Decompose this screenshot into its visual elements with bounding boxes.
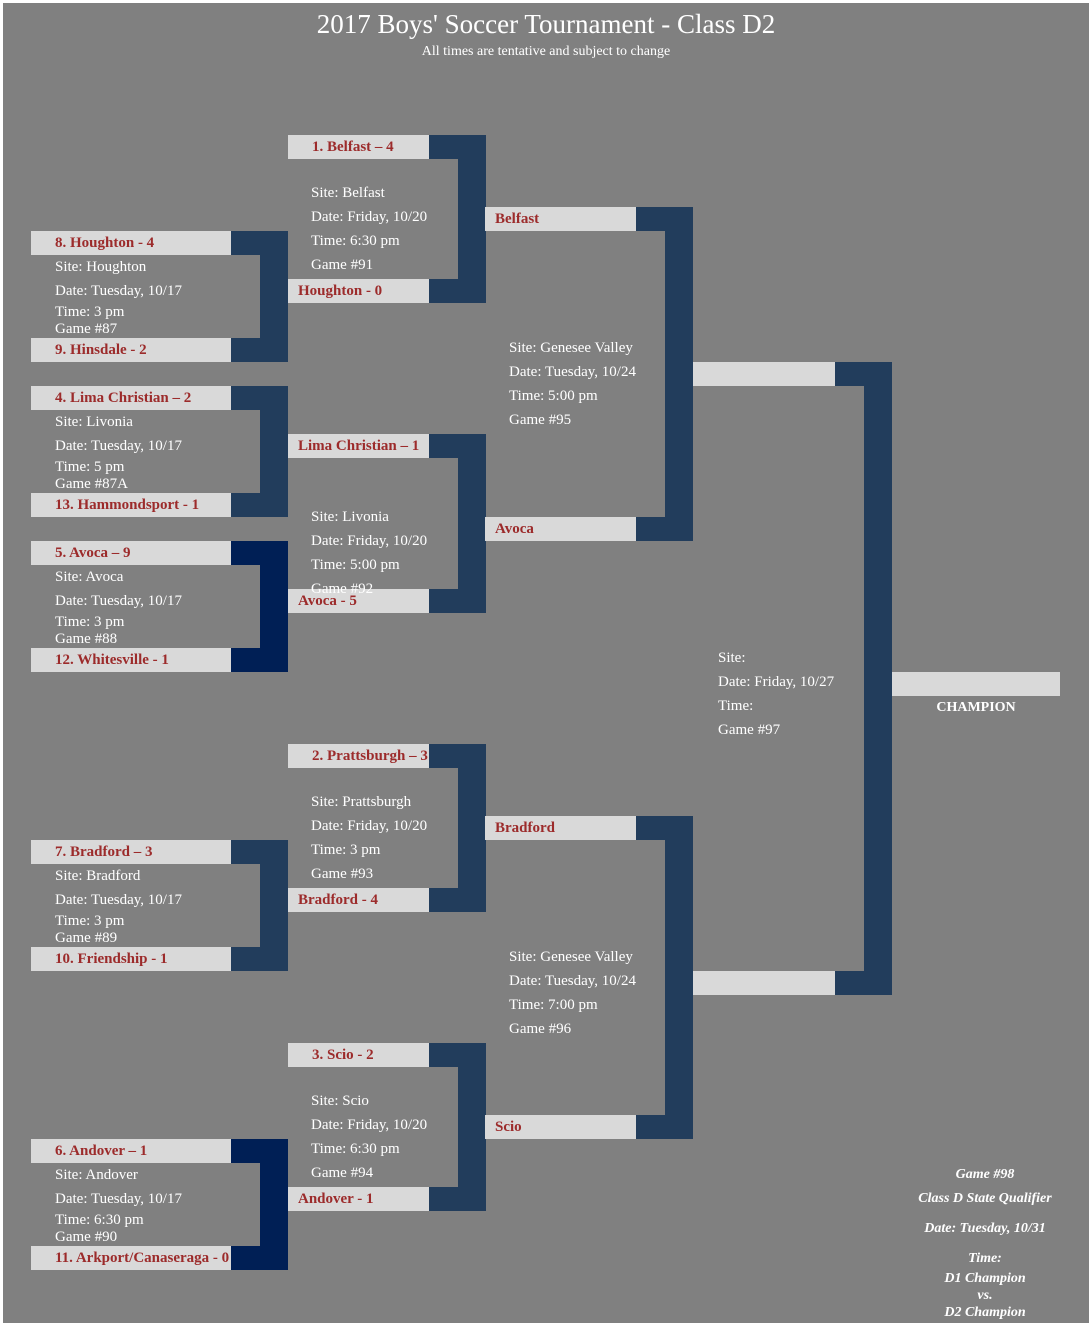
r2-g92-time: Time: 5:00 pm — [311, 557, 400, 573]
final-time: Time: — [718, 698, 754, 714]
r2-g91-site: Site: Belfast — [311, 185, 385, 201]
final-site: Site: — [718, 650, 746, 666]
r1-g88-top-team[interactable]: 5. Avoca – 9 — [31, 541, 231, 565]
r1-g87-time: Time: 3 pm — [55, 304, 125, 320]
r1-g88-bottom-team[interactable]: 12. Whitesville - 1 — [31, 648, 231, 672]
r2-g93-bottom-team[interactable]: Bradford - 4 — [288, 888, 429, 912]
qualifier-game: Game #98 — [955, 1167, 1015, 1182]
r2-g92-site: Site: Livonia — [311, 509, 389, 525]
r2-g94-top-team[interactable]: 3. Scio - 2 — [288, 1043, 429, 1067]
r3-g95-time: Time: 5:00 pm — [509, 388, 598, 404]
r2-g91-top-team[interactable]: 1. Belfast – 4 — [288, 135, 429, 159]
r3-g95-site: Site: Genesee Valley — [509, 340, 633, 356]
r3-g96-site: Site: Genesee Valley — [509, 949, 633, 965]
r1-g89-site: Site: Bradford — [55, 868, 141, 884]
r1-g87-site: Site: Houghton — [55, 259, 147, 275]
r2-g92-date: Date: Friday, 10/20 — [311, 533, 428, 549]
r3-g95-top-team[interactable]: Belfast — [485, 207, 636, 231]
r1-g89-top-team[interactable]: 7. Bradford – 3 — [31, 840, 231, 864]
r2-g92-top-team[interactable]: Lima Christian – 1 — [288, 434, 429, 458]
r1-g90-top-team[interactable]: 6. Andover – 1 — [31, 1139, 231, 1163]
r2-g92-bottom-team[interactable]: Avoca - 5 — [288, 589, 429, 613]
qualifier-team1: D1 Champion — [944, 1271, 1026, 1286]
r2-g94-date: Date: Friday, 10/20 — [311, 1117, 428, 1133]
r2-g93-connector-riser — [458, 744, 486, 912]
qualifier-team2: D2 Champion — [944, 1305, 1026, 1320]
r1-g87a-game: Game #87A — [55, 476, 128, 492]
r1-g90-connector-riser — [260, 1139, 288, 1270]
r3-g95-connector-riser — [665, 207, 693, 541]
r2-g93-time: Time: 3 pm — [311, 842, 381, 858]
r1-g89-game: Game #89 — [55, 930, 118, 946]
r1-g89-connector-riser — [260, 840, 288, 971]
r1-g87a-top-team[interactable]: 4. Lima Christian – 2 — [31, 386, 231, 410]
r2-g94-connector-riser — [458, 1043, 486, 1211]
qualifier-date: Date: Tuesday, 10/31 — [924, 1221, 1046, 1236]
r1-g87a-date: Date: Tuesday, 10/17 — [55, 438, 182, 454]
r2-g91-date: Date: Friday, 10/20 — [311, 209, 428, 225]
final-bottom-team[interactable] — [693, 971, 835, 995]
qualifier-vs: vs. — [977, 1288, 993, 1303]
r2-g91-connector-riser — [458, 135, 486, 303]
r2-g94-time: Time: 6:30 pm — [311, 1141, 400, 1157]
r3-g96-game: Game #96 — [509, 1021, 572, 1037]
r2-g93-top-team[interactable]: 2. Prattsburgh – 3 — [288, 744, 429, 768]
r2-g91-bottom-team[interactable]: Houghton - 0 — [288, 279, 429, 303]
r1-g89-date: Date: Tuesday, 10/17 — [55, 892, 182, 908]
r2-g94-bottom-team[interactable]: Andover - 1 — [288, 1187, 429, 1211]
champion-slot[interactable] — [892, 672, 1060, 696]
final-connector-riser — [864, 362, 892, 995]
r1-g87-bottom-team[interactable]: 9. Hinsdale - 2 — [31, 338, 231, 362]
r1-g88-site: Site: Avoca — [55, 569, 124, 585]
r2-g92-game: Game #92 — [311, 581, 374, 597]
r1-g87a-site: Site: Livonia — [55, 414, 133, 430]
r1-g87-top-team[interactable]: 8. Houghton - 4 — [31, 231, 231, 255]
r2-g92-connector-riser — [458, 434, 486, 613]
r1-g88-game: Game #88 — [55, 631, 118, 647]
r3-g96-date: Date: Tuesday, 10/24 — [509, 973, 636, 989]
qualifier-time: Time: — [968, 1251, 1002, 1266]
r2-g91-time: Time: 6:30 pm — [311, 233, 400, 249]
final-game: Game #97 — [718, 722, 781, 738]
r1-g89-time: Time: 3 pm — [55, 913, 125, 929]
r3-g96-bottom-team[interactable]: Scio — [485, 1115, 636, 1139]
r1-g90-bottom-team[interactable]: 11. Arkport/Canaseraga - 0 — [31, 1246, 231, 1270]
r1-g88-time: Time: 3 pm — [55, 614, 125, 630]
final-top-team[interactable] — [693, 362, 835, 386]
r3-g95-date: Date: Tuesday, 10/24 — [509, 364, 636, 380]
r3-g95-bottom-team[interactable]: Avoca — [485, 517, 636, 541]
r1-g90-time: Time: 6:30 pm — [55, 1212, 144, 1228]
r2-g93-site: Site: Prattsburgh — [311, 794, 412, 810]
r1-g89-bottom-team[interactable]: 10. Friendship - 1 — [31, 947, 231, 971]
r1-g90-site: Site: Andover — [55, 1167, 138, 1183]
r1-g87-date: Date: Tuesday, 10/17 — [55, 283, 182, 299]
r1-g87a-time: Time: 5 pm — [55, 459, 125, 475]
r3-g95-game: Game #95 — [509, 412, 572, 428]
r3-g96-time: Time: 7:00 pm — [509, 997, 598, 1013]
r1-g87-game: Game #87 — [55, 321, 118, 337]
r1-g87a-bottom-team[interactable]: 13. Hammondsport - 1 — [31, 493, 231, 517]
page-title: 2017 Boys' Soccer Tournament - Class D2 — [316, 9, 776, 39]
r1-g87-connector-riser — [260, 231, 288, 362]
r3-g96-top-team[interactable]: Bradford — [485, 816, 636, 840]
r2-g94-site: Site: Scio — [311, 1093, 369, 1109]
r1-g90-game: Game #90 — [55, 1229, 118, 1245]
r2-g93-game: Game #93 — [311, 866, 374, 882]
final-date: Date: Friday, 10/27 — [718, 674, 835, 690]
r1-g87a-connector-riser — [260, 386, 288, 517]
r1-g88-date: Date: Tuesday, 10/17 — [55, 593, 182, 609]
bracket-canvas: 2017 Boys' Soccer Tournament - Class D2 … — [3, 3, 1089, 1323]
qualifier-name: Class D State Qualifier — [918, 1191, 1052, 1206]
champion-label: CHAMPION — [936, 700, 1016, 715]
r3-g96-connector-riser — [665, 816, 693, 1139]
r2-g94-game: Game #94 — [311, 1165, 374, 1181]
r1-g88-connector-riser — [260, 541, 288, 672]
r2-g91-game: Game #91 — [311, 257, 374, 273]
r1-g90-date: Date: Tuesday, 10/17 — [55, 1191, 182, 1207]
r2-g93-date: Date: Friday, 10/20 — [311, 818, 428, 834]
page-subtitle: All times are tentative and subject to c… — [421, 44, 671, 59]
